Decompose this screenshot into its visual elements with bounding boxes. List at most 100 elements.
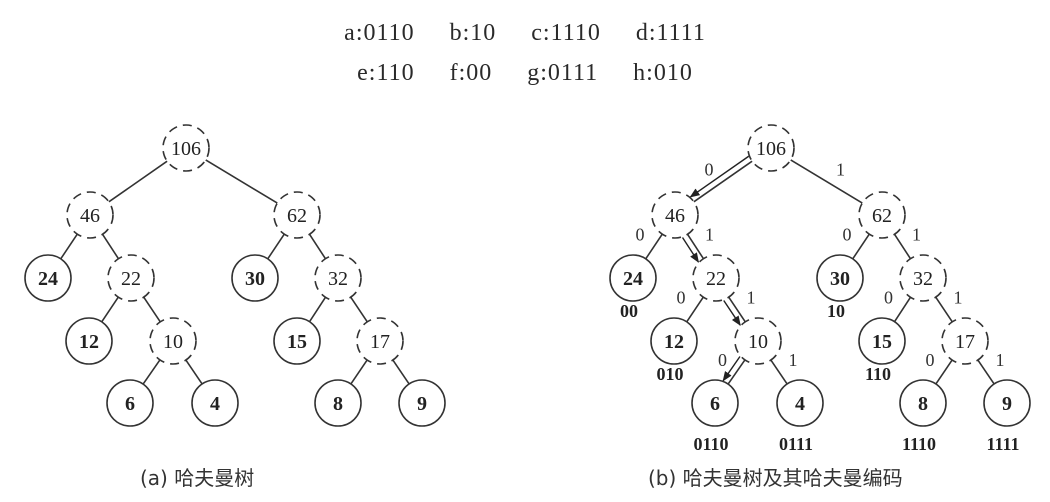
internal-node bbox=[651, 191, 699, 239]
caption-a: (a) 哈夫曼树 bbox=[140, 466, 255, 490]
tree-edge bbox=[185, 359, 203, 385]
huffman-tree-a: 106 46 62 24 22 30 32 12 10 15 17 6 4 8 9 bbox=[24, 124, 446, 427]
tree-edge bbox=[350, 296, 368, 323]
tree-edge bbox=[935, 359, 953, 385]
node-value: 8 bbox=[918, 393, 928, 415]
leaf-node bbox=[609, 254, 657, 302]
node-value: 9 bbox=[417, 393, 427, 415]
node-value: 46 bbox=[665, 205, 685, 227]
node-value: 30 bbox=[245, 268, 265, 290]
code-d: d:1111 bbox=[635, 20, 706, 46]
node-value: 106 bbox=[756, 138, 786, 160]
leaf-node bbox=[816, 254, 864, 302]
leaf-code: 0111 bbox=[779, 434, 813, 454]
path-arrow bbox=[723, 300, 741, 327]
node-value: 22 bbox=[706, 268, 726, 290]
leaf-node bbox=[65, 317, 113, 365]
node-value: 15 bbox=[872, 331, 892, 353]
node-value: 22 bbox=[121, 268, 141, 290]
path-arrow bbox=[689, 155, 750, 198]
tree-edge bbox=[645, 233, 663, 260]
node-value: 6 bbox=[125, 393, 135, 415]
tree-edge bbox=[267, 233, 285, 260]
code-h: h:010 bbox=[633, 60, 693, 86]
node-value: 10 bbox=[163, 331, 183, 353]
node-value: 46 bbox=[80, 205, 100, 227]
internal-node bbox=[149, 317, 197, 365]
internal-node bbox=[356, 317, 404, 365]
edge-label: 0 bbox=[926, 350, 935, 370]
tree-edge bbox=[790, 159, 863, 204]
tree-edge bbox=[60, 233, 78, 260]
node-value: 12 bbox=[79, 331, 99, 353]
edge-label: 0 bbox=[843, 225, 852, 245]
internal-node bbox=[314, 254, 362, 302]
internal-node bbox=[747, 124, 795, 172]
tree-edge bbox=[728, 296, 746, 323]
internal-node bbox=[858, 191, 906, 239]
internal-node bbox=[162, 124, 210, 172]
leaf-code: 1110 bbox=[902, 434, 936, 454]
tree-edge bbox=[686, 296, 704, 323]
leaf-node bbox=[899, 379, 947, 427]
code-c: c:1110 bbox=[531, 20, 601, 46]
node-value: 62 bbox=[872, 205, 892, 227]
code-g: g:0111 bbox=[527, 60, 599, 86]
node-value: 62 bbox=[287, 205, 307, 227]
internal-node bbox=[692, 254, 740, 302]
edge-label: 0 bbox=[718, 350, 727, 370]
tree-edge bbox=[893, 233, 912, 260]
node-value: 17 bbox=[955, 331, 975, 353]
internal-node bbox=[899, 254, 947, 302]
node-value: 4 bbox=[795, 393, 805, 415]
leaf-node bbox=[650, 317, 698, 365]
leaf-code: 0110 bbox=[693, 434, 728, 454]
leaf-node bbox=[273, 317, 321, 365]
tree-edge bbox=[935, 296, 953, 323]
node-value: 4 bbox=[210, 393, 220, 415]
code-f: f:00 bbox=[449, 60, 493, 86]
edge-label: 0 bbox=[677, 288, 686, 308]
internal-node bbox=[107, 254, 155, 302]
node-value: 15 bbox=[287, 331, 307, 353]
leaf-code: 010 bbox=[657, 364, 684, 384]
tree-edge bbox=[308, 233, 327, 260]
codes-row-2: e:110 f:00 g:0111 h:010 bbox=[0, 60, 1050, 87]
leaf-node bbox=[858, 317, 906, 365]
edge-label: 0 bbox=[705, 160, 714, 180]
edge-label: 1 bbox=[705, 225, 714, 245]
node-value: 8 bbox=[333, 393, 343, 415]
leaf-node bbox=[314, 379, 362, 427]
internal-node bbox=[66, 191, 114, 239]
tree-edge bbox=[392, 359, 410, 385]
node-value: 12 bbox=[664, 331, 684, 353]
tree-edge bbox=[308, 296, 327, 323]
tree-edge bbox=[727, 359, 746, 385]
edge-label: 1 bbox=[789, 350, 798, 370]
code-a: a:0110 bbox=[344, 20, 415, 46]
edge-label: 0 bbox=[636, 225, 645, 245]
node-value: 32 bbox=[328, 268, 348, 290]
codes-row-1: a:0110 b:10 c:1110 d:1111 bbox=[0, 20, 1050, 47]
node-value: 17 bbox=[370, 331, 390, 353]
node-value: 24 bbox=[38, 268, 58, 290]
node-value: 30 bbox=[830, 268, 850, 290]
path-arrow bbox=[722, 356, 741, 382]
tree-edge bbox=[142, 359, 161, 385]
node-value: 10 bbox=[748, 331, 768, 353]
leaf-code: 1111 bbox=[986, 434, 1019, 454]
leaf-node bbox=[691, 379, 739, 427]
tree-edge bbox=[977, 359, 995, 385]
tree-edge bbox=[686, 233, 705, 260]
node-value: 106 bbox=[171, 138, 201, 160]
leaf-code: 10 bbox=[827, 301, 845, 321]
tree-edge bbox=[893, 296, 912, 323]
tree-edge bbox=[101, 296, 119, 323]
code-e: e:110 bbox=[357, 60, 415, 86]
leaf-node bbox=[398, 379, 446, 427]
leaf-node bbox=[191, 379, 239, 427]
tree-edge bbox=[852, 233, 870, 260]
tree-edge bbox=[101, 233, 120, 260]
tree-edge bbox=[205, 159, 278, 204]
leaf-node bbox=[24, 254, 72, 302]
